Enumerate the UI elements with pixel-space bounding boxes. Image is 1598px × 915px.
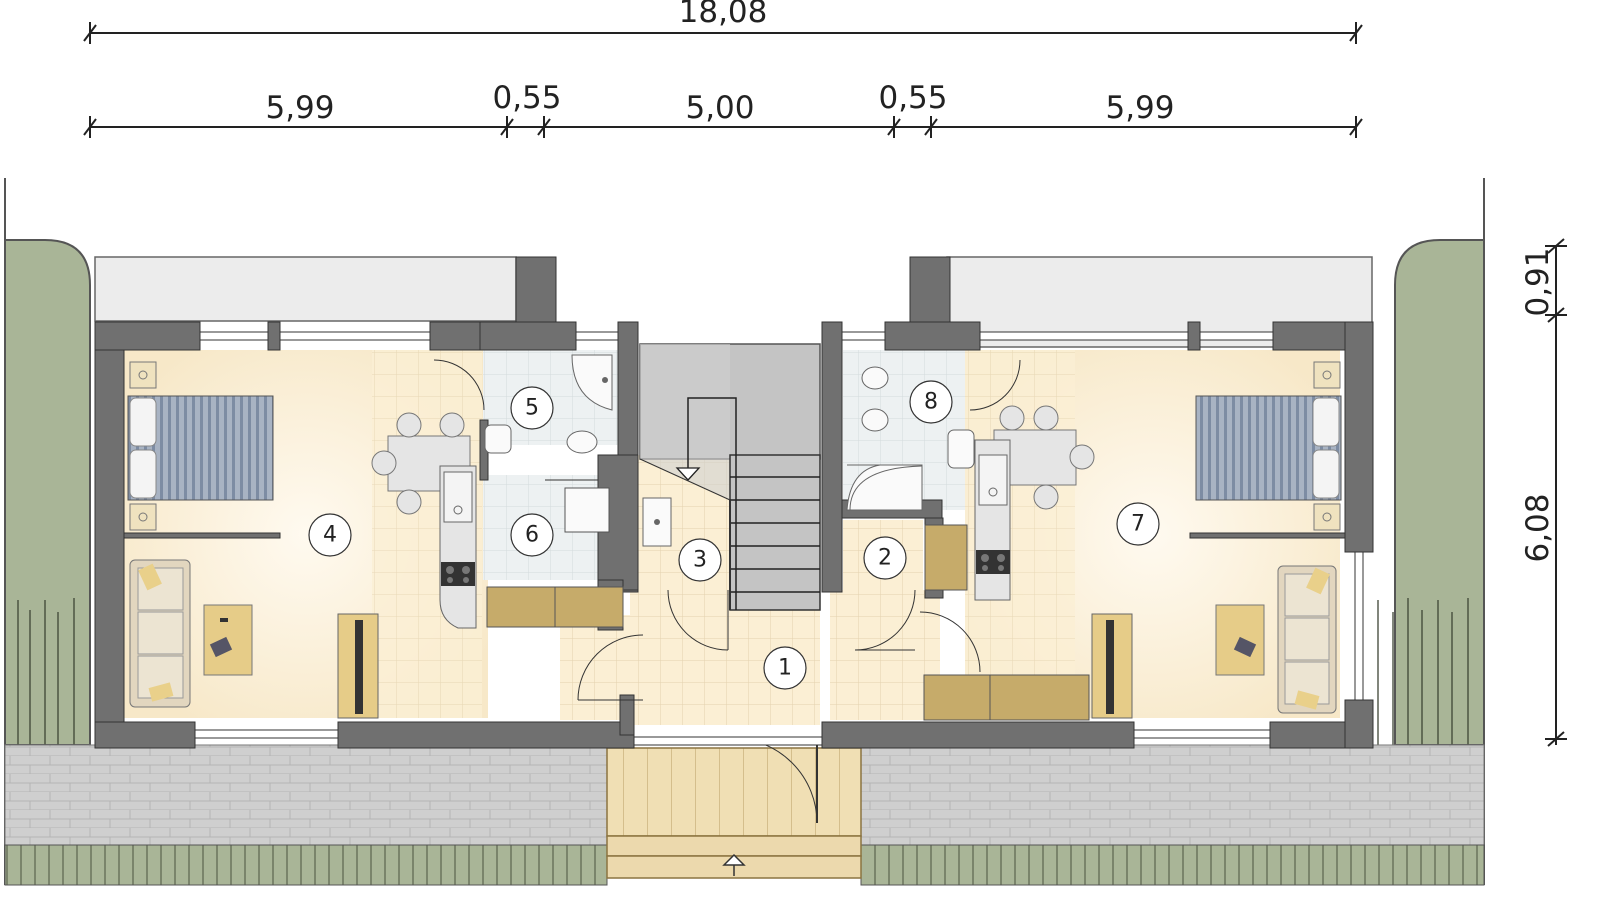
room-3-marker <box>678 538 722 582</box>
room-6-marker <box>510 513 554 557</box>
dim-gap-left: 0,55 <box>492 80 561 116</box>
windows <box>194 331 1364 746</box>
room-6-label: 6 <box>525 523 539 548</box>
room-1-marker <box>763 646 807 690</box>
room-5-marker <box>510 386 554 430</box>
room-2-marker <box>863 536 907 580</box>
room-4-marker <box>308 513 352 557</box>
furniture-room-4 <box>127 354 672 719</box>
site <box>4 178 1485 886</box>
dim-overhang: 0,91 <box>1520 247 1556 316</box>
room-1-label: 1 <box>778 656 792 681</box>
dim-total-width: 18,08 <box>679 0 768 30</box>
walls <box>94 256 1374 749</box>
room-5-label: 5 <box>525 396 539 421</box>
room-8-label: 8 <box>924 390 938 415</box>
room-7-label: 7 <box>1131 512 1145 537</box>
room-3-label: 3 <box>693 548 707 573</box>
dim-depth: 6,08 <box>1520 493 1556 562</box>
room-7-marker <box>1116 502 1160 546</box>
room-2-label: 2 <box>878 546 892 571</box>
furniture-room-7 <box>846 361 1342 721</box>
door-swings <box>433 359 1021 701</box>
staircase <box>639 343 821 611</box>
room-4-label: 4 <box>323 523 337 548</box>
dim-center: 5,00 <box>685 90 754 126</box>
room-8-marker <box>909 380 953 424</box>
dim-left-wing: 5,99 <box>265 90 334 126</box>
room-labels <box>308 380 1160 690</box>
dim-gap-right: 0,55 <box>878 80 947 116</box>
dimension-lines <box>83 22 1567 747</box>
dim-right-wing: 5,99 <box>1105 90 1174 126</box>
